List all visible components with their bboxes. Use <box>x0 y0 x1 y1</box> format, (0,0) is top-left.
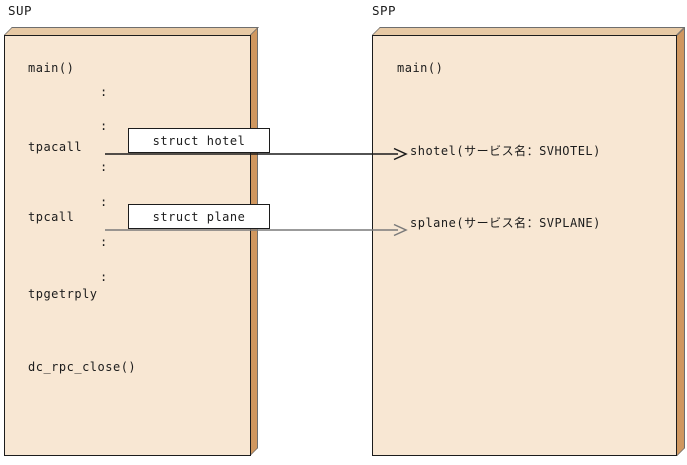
spp-panel-side-face <box>677 27 685 456</box>
colon-separator: : <box>100 85 108 99</box>
spp-code-splane: splane(サービス名：SVPLANE) <box>410 216 601 230</box>
spp-panel <box>372 35 677 456</box>
spp-code-main: main() <box>397 61 444 75</box>
colon-separator: : <box>100 235 108 249</box>
colon-separator: : <box>100 119 108 133</box>
sup-code-tpacall: tpacall <box>28 140 83 154</box>
panel-label-spp: SPP <box>372 3 397 18</box>
colon-separator: : <box>100 160 108 174</box>
sup-panel <box>4 35 251 456</box>
sup-code-tpgetrply: tpgetrply <box>28 287 98 301</box>
struct-hotel-box: struct hotel <box>128 128 270 153</box>
sup-panel-top-face <box>4 27 259 35</box>
struct-plane-label: struct plane <box>152 209 246 224</box>
colon-separator: : <box>100 195 108 209</box>
struct-hotel-label: struct hotel <box>152 133 246 148</box>
sup-panel-side-face <box>250 27 258 456</box>
struct-plane-box: struct plane <box>128 204 270 229</box>
colon-separator: : <box>100 270 108 284</box>
sup-code-main: main() <box>28 61 75 75</box>
panel-label-sup: SUP <box>8 3 33 18</box>
sup-code-tpcall: tpcall <box>28 210 75 224</box>
spp-panel-top-face <box>372 27 685 35</box>
sup-code-dc-rpc-close: dc_rpc_close() <box>28 360 137 374</box>
spp-code-shotel: shotel(サービス名：SVHOTEL) <box>410 144 601 158</box>
